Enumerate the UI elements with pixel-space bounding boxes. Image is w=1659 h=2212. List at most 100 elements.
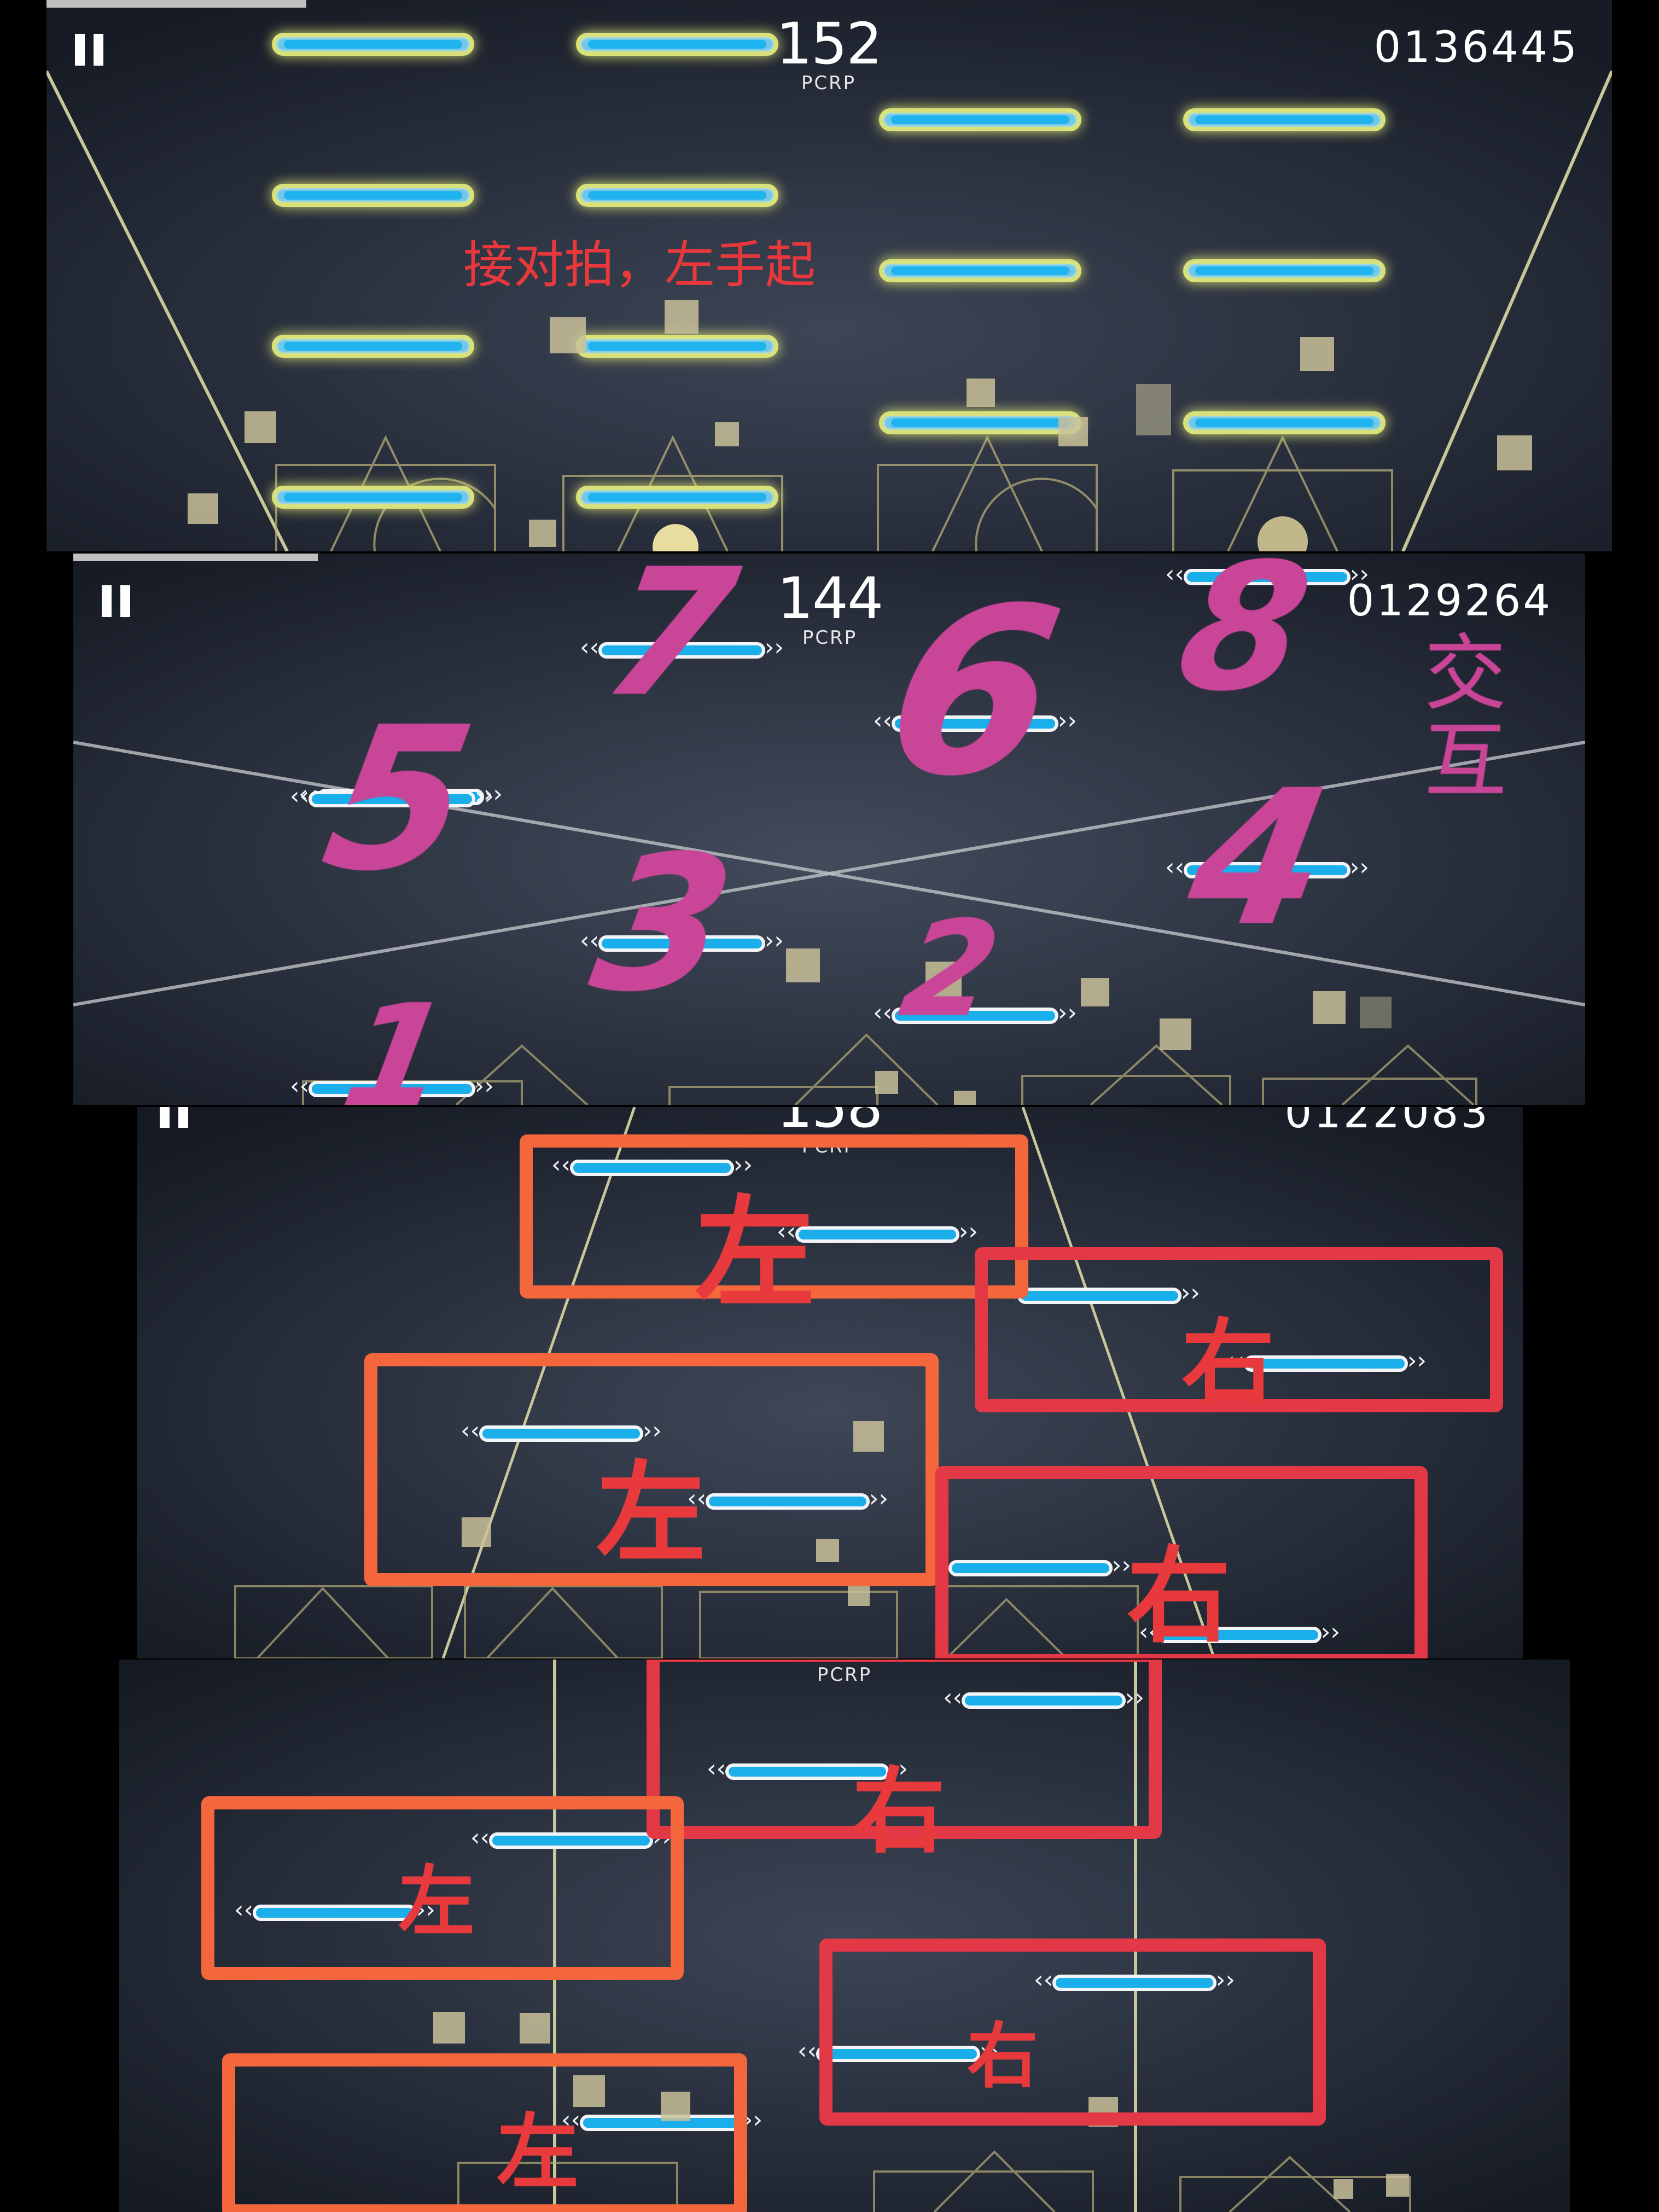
gameplay-panel-3: 158 PCRP 0122083 左 右 左 右 — [137, 1107, 1523, 1658]
particle — [1081, 978, 1109, 1006]
particle — [1300, 337, 1334, 371]
tap-note — [1165, 853, 1369, 881]
song-progress-bar — [73, 554, 318, 561]
particle — [520, 2013, 550, 2044]
tap-note — [580, 927, 784, 954]
tap-note — [272, 486, 474, 509]
right-hand-label: 右 — [852, 1758, 946, 1866]
tap-note — [470, 1824, 672, 1852]
left-hand-box — [520, 1134, 1028, 1299]
particle — [786, 948, 820, 982]
particle — [1058, 417, 1088, 446]
particle — [1160, 1018, 1191, 1050]
score-display: 0129264 — [1347, 577, 1552, 626]
combo-label: PCRP — [802, 627, 858, 649]
particle — [550, 317, 586, 353]
interleave-note: 交互 — [1424, 626, 1507, 809]
tap-note — [879, 411, 1081, 434]
tap-note — [1183, 411, 1386, 434]
left-hand-label: 左 — [695, 1184, 816, 1324]
tap-note — [879, 259, 1081, 282]
left-hand-label: 左 — [398, 1858, 475, 1947]
combo-number: 144 — [777, 565, 884, 632]
tap-note — [576, 335, 778, 358]
tap-note — [999, 1279, 1200, 1307]
particle — [529, 520, 556, 547]
tap-note — [879, 108, 1081, 131]
particle — [816, 1539, 839, 1562]
left-hand-box — [364, 1353, 939, 1586]
combo-label: PCRP — [801, 72, 857, 94]
tap-note — [551, 1151, 753, 1179]
particle — [875, 1071, 898, 1094]
pause-icon[interactable] — [102, 585, 130, 617]
gameplay-panel-2: 144 PCRP 0129264 1 2 3 4 5 6 7 8 交互 — [73, 554, 1585, 1105]
tap-note — [873, 999, 1077, 1027]
particle — [954, 1091, 976, 1105]
particle — [661, 2092, 690, 2121]
tap-note — [461, 1417, 662, 1445]
particle — [848, 1584, 870, 1606]
tap-note — [1034, 1966, 1235, 1994]
particle — [1313, 991, 1346, 1024]
right-hand-label: 右 — [1181, 1309, 1275, 1418]
particle — [433, 2012, 465, 2044]
combo-counter: PCRP — [779, 1664, 910, 1686]
tap-note — [707, 1755, 908, 1783]
tap-note — [687, 1485, 888, 1512]
tap-note — [798, 2037, 999, 2065]
combo-number: 152 — [776, 10, 883, 77]
tap-note — [234, 1896, 435, 1924]
left-hand-label: 左 — [497, 2105, 579, 2201]
right-hand-label: 右 — [1127, 1536, 1231, 1657]
tap-note — [272, 335, 474, 358]
right-hand-box — [819, 1939, 1326, 2126]
tap-note — [576, 486, 778, 509]
score-display: 0122083 — [1284, 1107, 1490, 1138]
combo-label: PCRP — [817, 1664, 872, 1686]
song-progress-bar — [46, 0, 306, 8]
particle — [1360, 997, 1392, 1028]
tap-note — [1183, 108, 1386, 131]
gameplay-panel-1: 152 PCRP 0136445 接对拍，左手起 — [46, 0, 1612, 551]
pause-icon[interactable] — [75, 34, 103, 66]
right-hand-label: 右 — [967, 2015, 1039, 2098]
pause-icon[interactable] — [160, 1107, 188, 1128]
left-hand-box — [222, 2053, 747, 2212]
particle — [245, 411, 276, 443]
tap-note — [272, 184, 474, 207]
particle — [967, 379, 995, 407]
particle — [925, 962, 962, 998]
particle — [1136, 384, 1171, 435]
right-hand-box — [935, 1466, 1428, 1658]
left-hand-label: 左 — [596, 1450, 706, 1577]
right-hand-box — [975, 1247, 1503, 1412]
particle — [573, 2075, 605, 2107]
tap-note — [1183, 259, 1386, 282]
combo-counter: 152 PCRP — [763, 15, 894, 94]
particle — [1497, 435, 1532, 470]
particle — [715, 422, 739, 446]
particle — [188, 493, 218, 524]
particle — [1334, 2179, 1353, 2199]
tap-note — [1165, 560, 1369, 588]
tap-note — [290, 782, 494, 810]
tap-note — [930, 1551, 1131, 1579]
gameplay-panel-4: PCRP 右 左 右 左 — [119, 1660, 1570, 2212]
annotation-text: 接对拍，左手起 — [463, 236, 816, 294]
tap-note — [580, 633, 784, 661]
combo-number: 158 — [776, 1107, 883, 1140]
tap-note — [943, 1684, 1144, 1712]
tap-note — [272, 33, 474, 56]
particle — [462, 1517, 491, 1547]
tap-note — [873, 707, 1077, 735]
tap-note — [1225, 1347, 1427, 1375]
particle — [1386, 2174, 1409, 2197]
tap-note — [576, 184, 778, 207]
tap-note — [1139, 1618, 1340, 1646]
score-display: 0136445 — [1373, 23, 1579, 72]
tap-note — [777, 1218, 978, 1245]
particle — [853, 1421, 884, 1452]
left-hand-box — [201, 1796, 684, 1980]
particle — [665, 300, 698, 334]
